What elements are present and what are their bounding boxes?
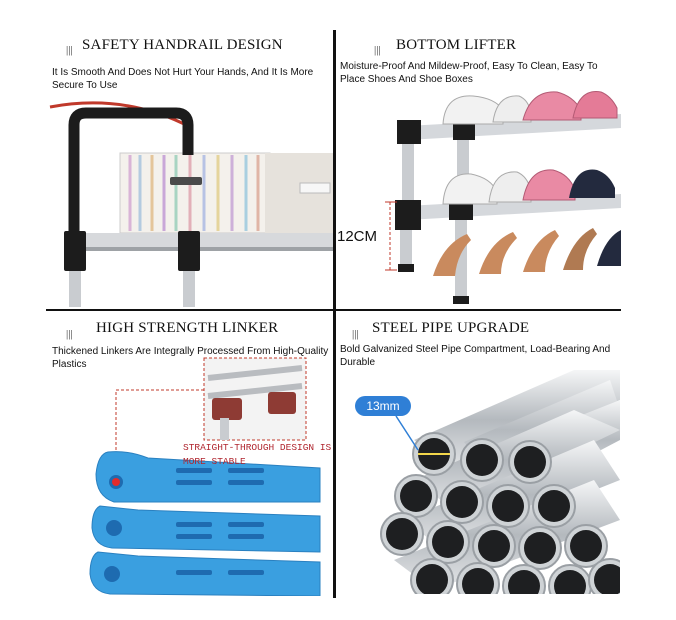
vertical-divider — [333, 30, 336, 598]
title-marker: ||| — [374, 44, 381, 56]
panel-title-linker: HIGH STRENGTH LINKER — [96, 320, 279, 336]
panel-desc-pipe: Bold Galvanized Steel Pipe Compartment, … — [340, 344, 611, 368]
horizontal-divider — [46, 309, 621, 311]
shoe-rack-illustration — [385, 91, 621, 304]
handrail-illustration — [49, 101, 333, 307]
panel-title-pipe: STEEL PIPE UPGRADE — [372, 320, 530, 336]
title-marker: ||| — [352, 328, 359, 340]
linker-note-line2: MORE STABLE — [183, 456, 246, 467]
panel-title-lifter: BOTTOM LIFTER — [396, 37, 517, 53]
panel-desc-lifter: Moisture-Proof And Mildew-Proof, Easy To… — [340, 61, 598, 85]
height-measure-label: 12CM — [337, 228, 378, 245]
title-marker: ||| — [66, 44, 73, 56]
panel-title-handrail: SAFETY HANDRAIL DESIGN — [82, 37, 283, 53]
steel-pipes-illustration — [380, 370, 620, 594]
title-marker: ||| — [66, 328, 73, 340]
panel-desc-linker: Thickened Linkers Are Integrally Process… — [52, 346, 329, 370]
linker-note-line1: STRAIGHT-THROUGH DESIGN IS — [183, 442, 332, 453]
panel-desc-handrail: It Is Smooth And Does Not Hurt Your Hand… — [52, 67, 314, 91]
pipe-diameter-badge: 13mm — [355, 396, 411, 416]
linker-illustration — [89, 357, 321, 596]
